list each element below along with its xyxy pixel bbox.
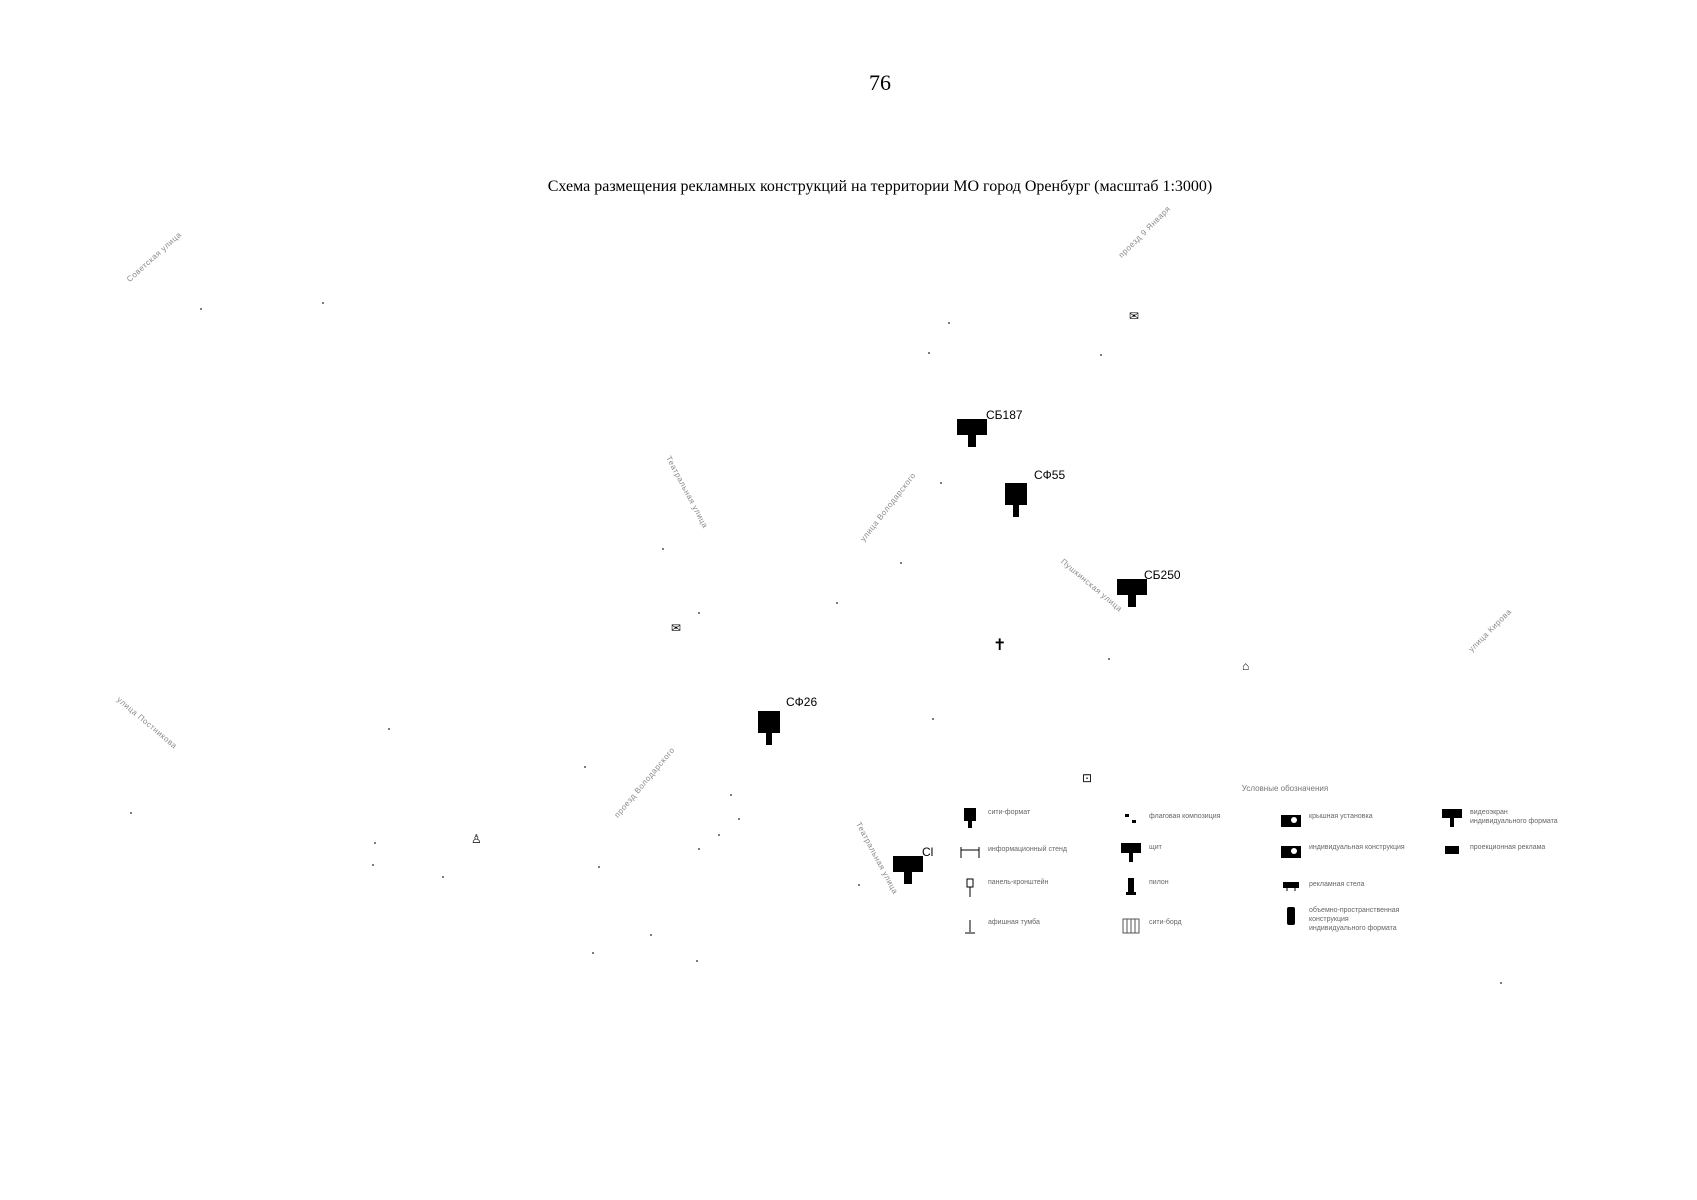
legend-item: крышная установка [1279,812,1373,834]
map-dot [940,482,942,484]
church-icon: ✝ [993,637,1007,654]
bank-icon: ♙ [471,832,482,846]
roof-installation-icon [1279,812,1303,834]
poster-column-icon [958,918,982,940]
city-format-marker[interactable] [757,710,781,746]
marker-label: СБ250 [1144,568,1181,582]
marker-label: Cl [922,845,934,859]
street-label: Пушкинская улица [1059,557,1125,614]
map-dot [928,352,930,354]
legend-item: рекламная стела [1279,880,1364,902]
billboard-marker[interactable] [956,418,988,448]
video-screen-icon [1440,808,1464,830]
legend-item: проекционная реклама [1440,843,1545,865]
stele-icon [1279,880,1303,902]
billboard-marker[interactable] [1116,578,1148,608]
map-dot [836,602,838,604]
map-dot [1500,982,1502,984]
page-number: 76 [869,70,891,95]
map-dot [200,308,202,310]
map-dot [662,548,664,550]
legend-item: сити-борд [1119,918,1182,940]
city-board-icon [1119,918,1143,940]
map-dot [730,794,732,796]
legend-title: Условные обозначения [1241,784,1329,793]
street-label: улица Постникова [115,695,179,751]
mail-icon: ✉ [1129,309,1140,323]
mail-icon: ✉ [671,621,682,635]
map-dot [858,884,860,886]
legend-item: флаговая композиция [1119,812,1220,834]
hospital-icon: ⌂ [1242,659,1250,673]
street-label: проезд 9 Января [1116,204,1173,260]
billboard-icon [1119,843,1143,865]
street-label: проезд Володарского [612,745,677,820]
billboard-marker[interactable] [892,855,924,885]
map-dot [696,960,698,962]
legend-item: объемно-пространственная конструкция инд… [1279,906,1399,933]
legend-item: информационный стенд [958,845,1067,867]
legend-item: панель-кронштейн [958,878,1048,900]
map-dot [1100,354,1102,356]
map-dot [698,612,700,614]
legend-item: индивидуальная конструкция [1279,843,1405,865]
flag-composition-icon [1119,812,1143,834]
map-dot [932,718,934,720]
map-dot [130,812,132,814]
map-dot [650,934,652,936]
map-dot [442,876,444,878]
street-label: Советская улица [124,230,184,284]
info-stand-icon [958,845,982,867]
projection-icon [1440,843,1464,865]
city-format-icon [958,808,982,830]
map-dot [698,848,700,850]
marker-label: СФ55 [1034,468,1066,482]
legend-item: афишная тумба [958,918,1040,940]
legend-item: пилон [1119,878,1169,900]
legend-item: щит [1119,843,1162,865]
city-format-marker[interactable] [1004,482,1028,518]
map-dot [738,818,740,820]
map-dot [592,952,594,954]
map-dot [374,842,376,844]
map-dot [1108,658,1110,660]
map-dot [584,766,586,768]
street-label: улица Кирова [1466,607,1514,654]
map-dot [598,866,600,868]
bus-stop-icon: ⊡ [1082,771,1093,785]
street-label: улица Володарского [858,471,918,544]
marker-label: СФ26 [786,695,818,709]
map-dot [900,562,902,564]
legend-item: видеоэкран индивидуального формата [1440,808,1558,830]
pylon-icon [1119,878,1143,900]
bracket-panel-icon [958,878,982,900]
map-dot [322,302,324,304]
legend-item: сити-формат [958,808,1030,830]
map-title: Схема размещения рекламных конструкций н… [547,178,1213,195]
map-dot [388,728,390,730]
marker-label: СБ187 [986,408,1023,422]
street-label: Театральная улица [664,454,710,530]
map-dot [372,864,374,866]
individual-structure-icon [1279,843,1303,865]
map-dot [948,322,950,324]
map-dot [718,834,720,836]
volumetric-structure-icon [1279,906,1303,928]
